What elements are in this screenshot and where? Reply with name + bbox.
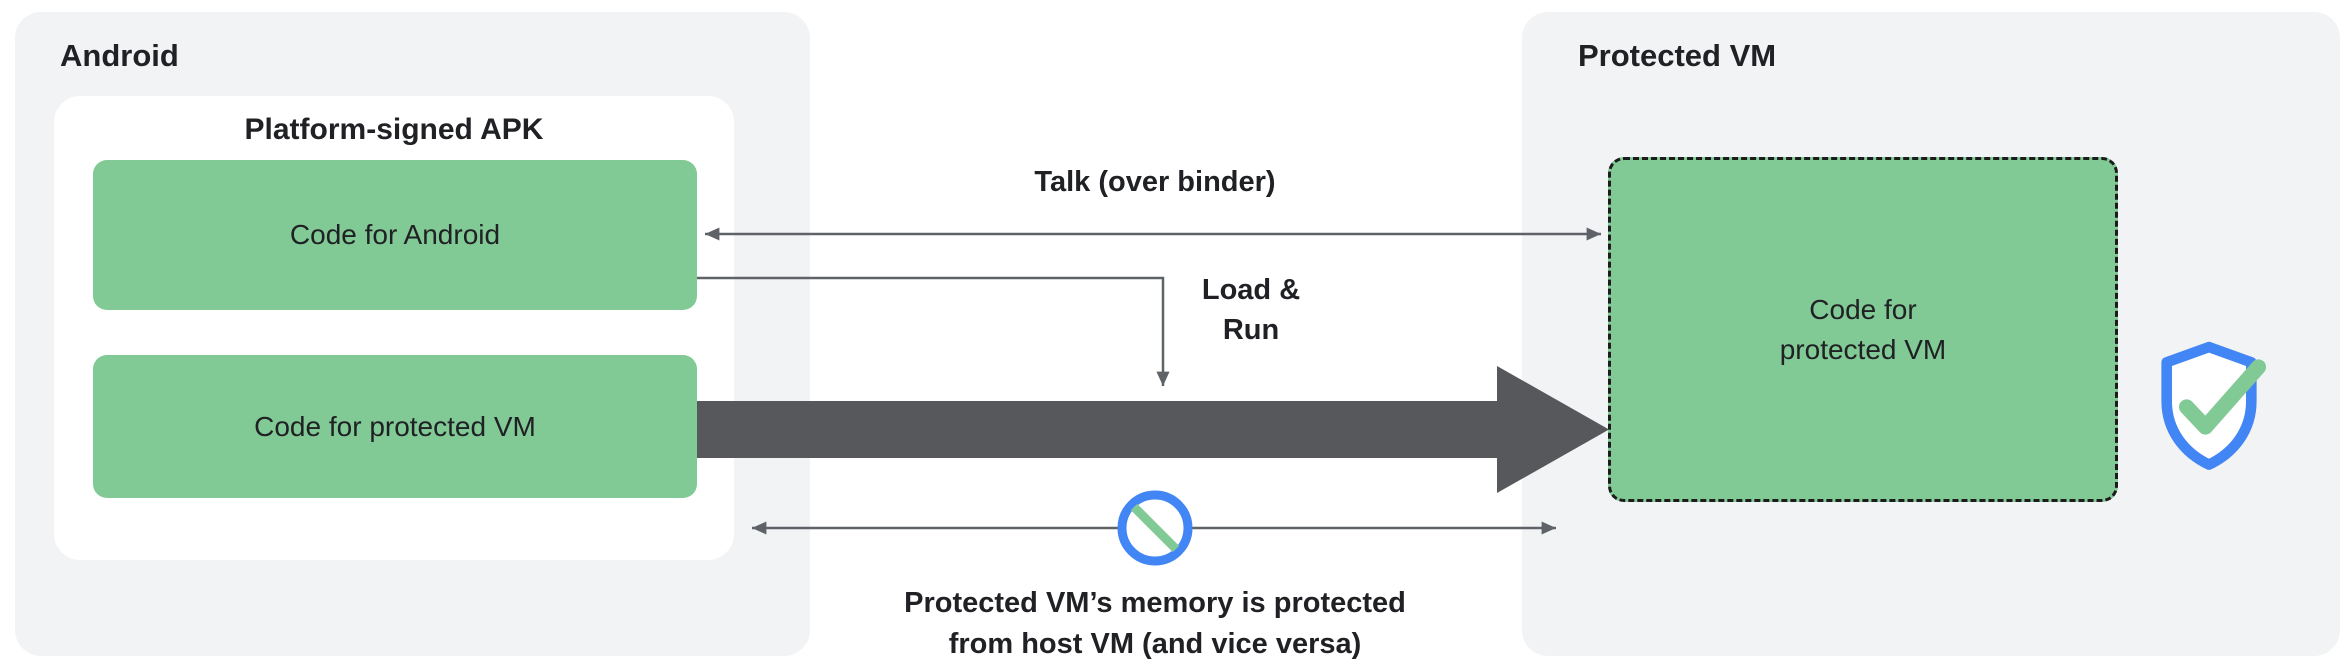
android-panel-title: Android [60,38,179,73]
load-and-run-arrow [697,276,1170,386]
talk-over-binder-label: Talk (over binder) [1034,166,1276,198]
memory-protection-caption: Protected VM’s memory is protected from … [755,583,1555,665]
code-for-android-label: Code for Android [289,219,501,250]
memory-caption-line1: Protected VM’s memory is protected [904,587,1406,619]
pvm-code-line1: Code for [1809,293,1917,325]
load-label-line1: Load & [1201,274,1301,306]
protected-vm-panel: Protected VM Code for protected VM [1522,12,2340,656]
pvm-code-line2: protected VM [1779,333,1947,365]
memory-caption-line2: from host VM (and vice versa) [948,628,1362,660]
code-transfer-thick-arrow [697,366,1609,493]
protected-vm-panel-title: Protected VM [1578,38,1777,73]
protected-vm-code-box: Code for protected VM [1608,157,2118,502]
apk-title: Platform-signed APK [244,113,544,146]
code-for-protected-vm-box: Code for protected VM [93,355,697,498]
no-entry-icon [1117,490,1193,566]
platform-signed-apk-box: Platform-signed APK Code for Android Cod… [54,96,734,560]
shield-check-icon [2161,341,2267,470]
load-label-line2: Run [1222,314,1280,346]
code-for-protected-vm-label: Code for protected VM [254,410,536,442]
android-panel: Android Platform-signed APK Code for And… [15,12,810,656]
load-and-run-label: Load & Run [1163,270,1339,350]
code-for-android-box: Code for Android [93,160,697,310]
